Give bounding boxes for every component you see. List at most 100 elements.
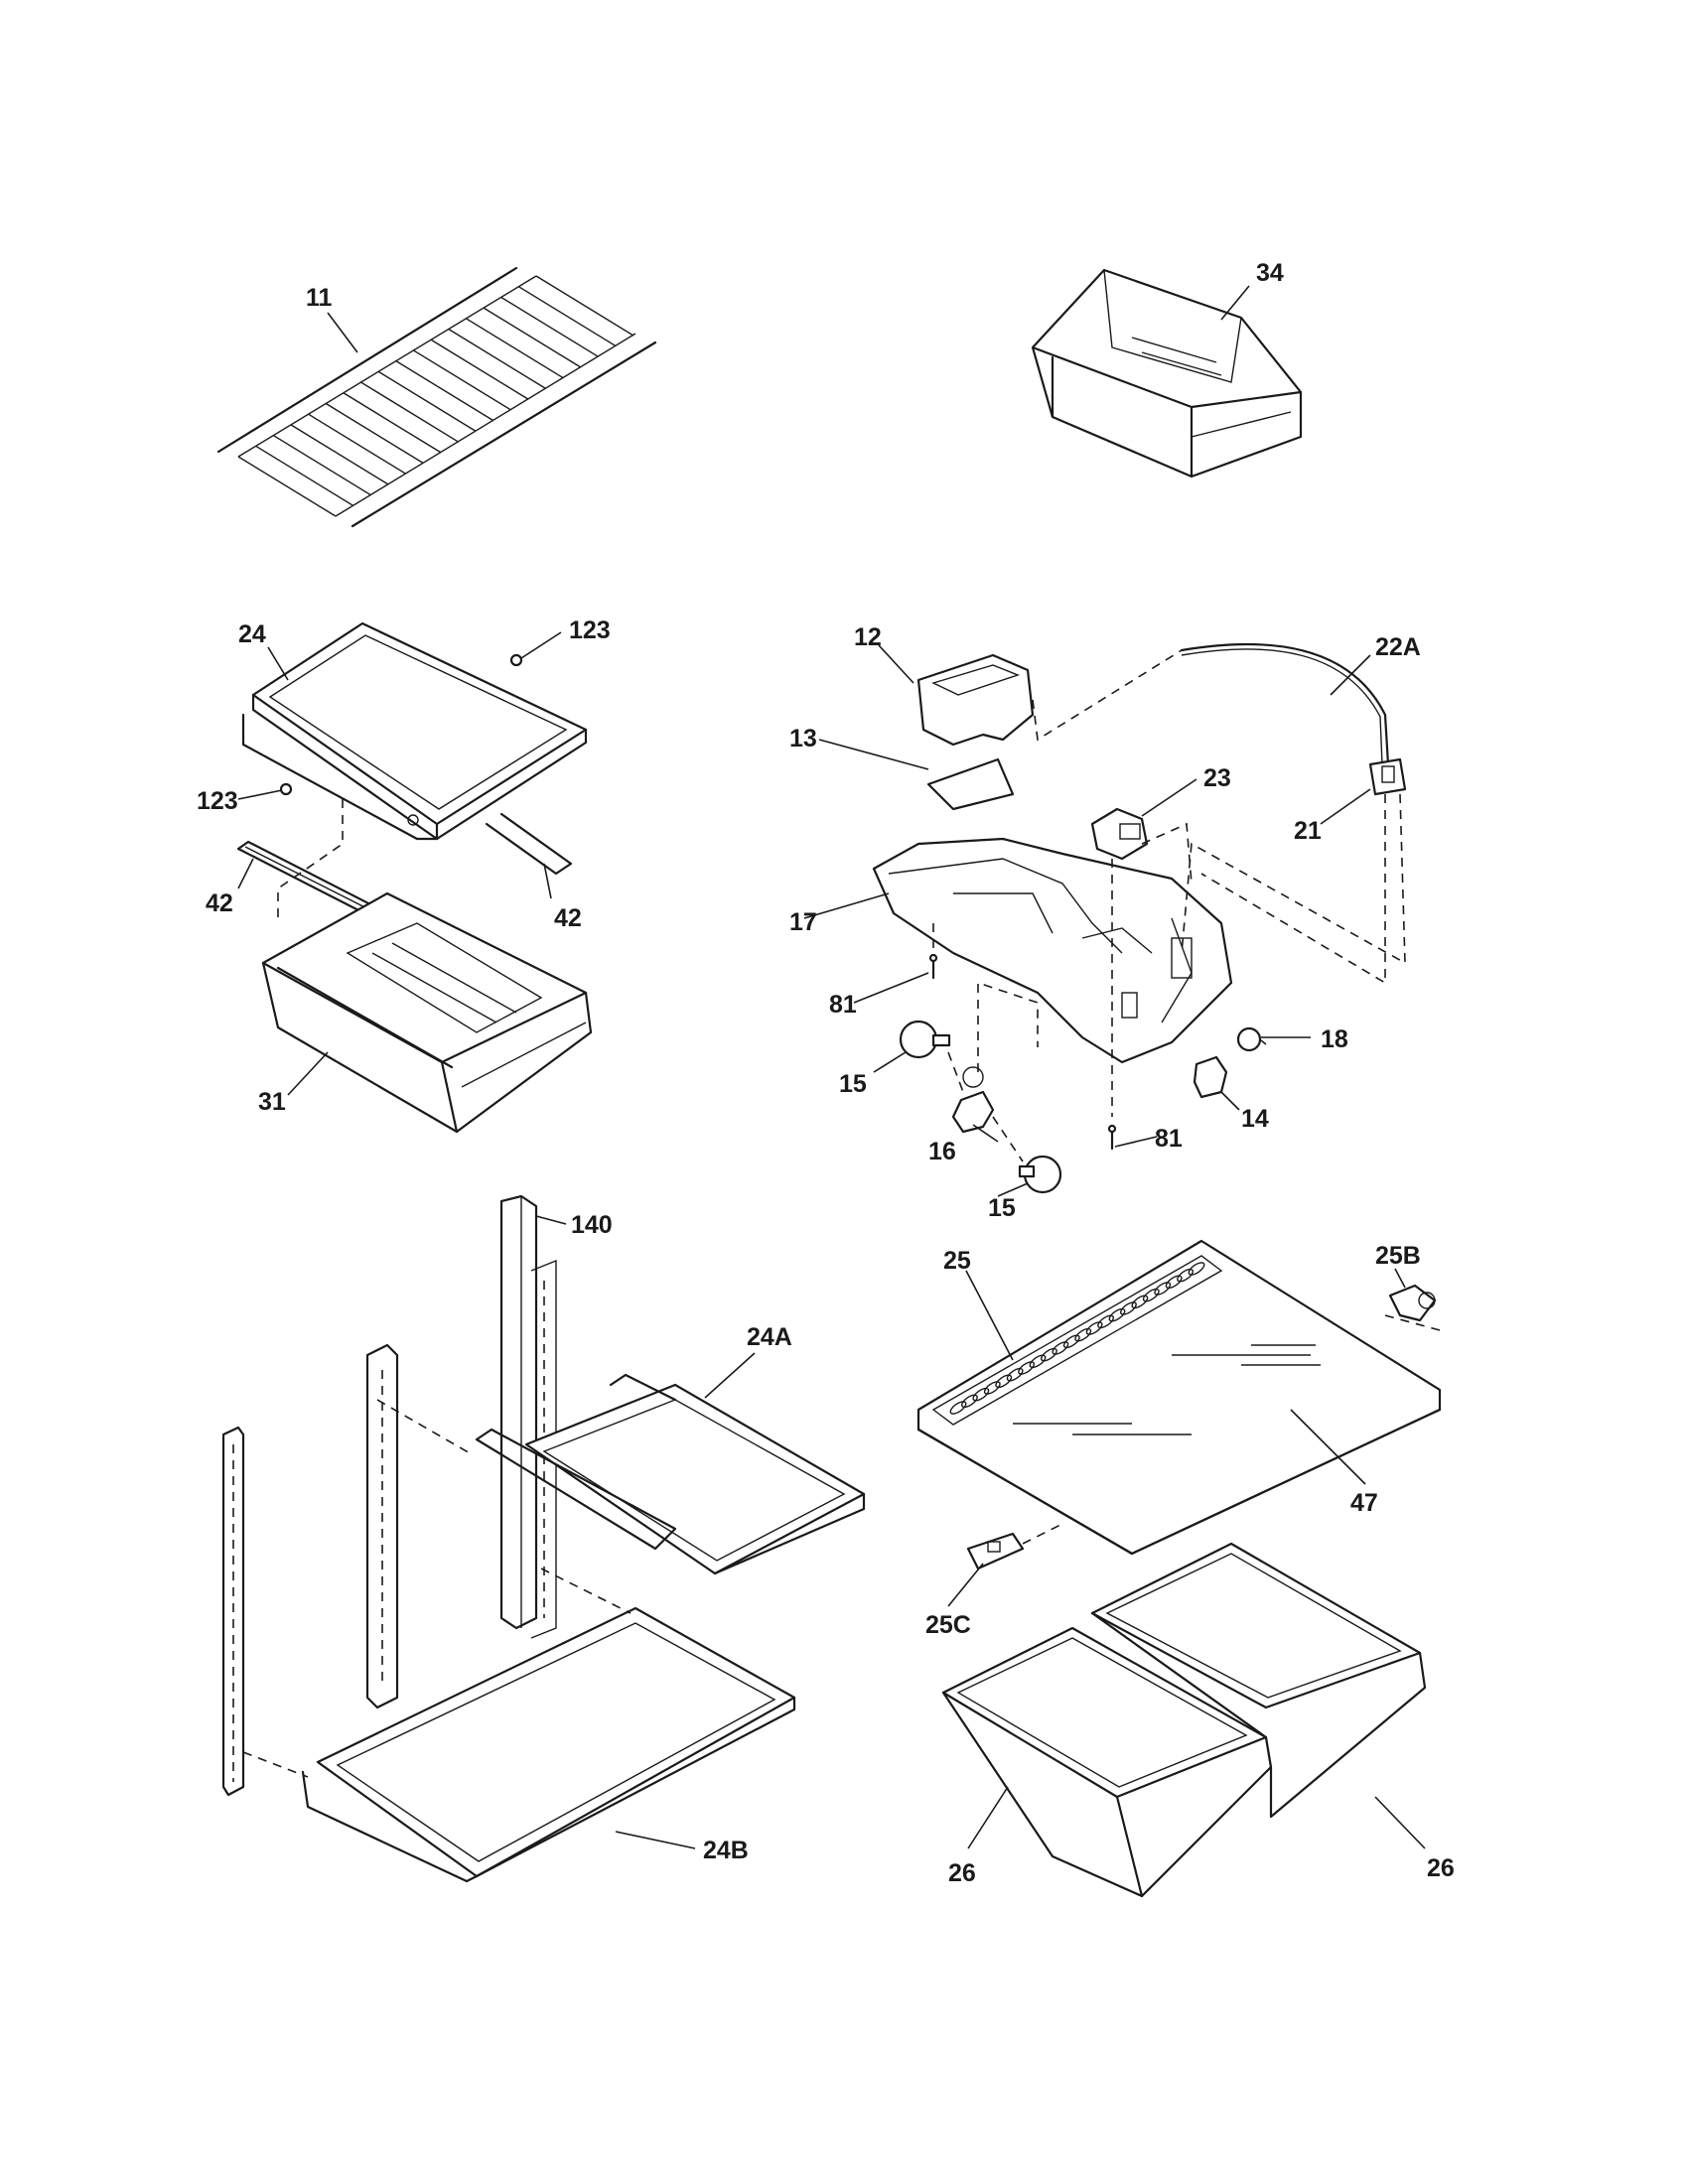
shelf-wire bbox=[413, 349, 511, 411]
vent-slot bbox=[1062, 1334, 1080, 1349]
shelf-wire bbox=[466, 318, 564, 379]
shelf-wire bbox=[430, 339, 529, 400]
vent-slot bbox=[1052, 1341, 1069, 1355]
vent-slot bbox=[1085, 1321, 1103, 1335]
callout-15-right: 15 bbox=[988, 1194, 1016, 1222]
shelf-wire bbox=[500, 296, 600, 358]
vent-slot bbox=[961, 1394, 978, 1409]
vent-slot bbox=[1074, 1327, 1092, 1342]
track-left bbox=[365, 1343, 399, 1709]
callout-18: 18 bbox=[1321, 1025, 1348, 1053]
guide-dash-25C bbox=[1022, 1523, 1063, 1545]
guide-dash-harness bbox=[1181, 793, 1406, 965]
vent-slot bbox=[1142, 1288, 1160, 1302]
callout-42-right: 42 bbox=[554, 904, 582, 932]
shelf-wire bbox=[483, 307, 582, 368]
wire-shelf-11 bbox=[216, 266, 657, 528]
shelf-wire bbox=[535, 275, 634, 337]
shelf-wire bbox=[377, 370, 477, 432]
callout-140: 140 bbox=[571, 1211, 613, 1239]
callout-42-left: 42 bbox=[206, 889, 233, 917]
shelf-wire bbox=[325, 402, 424, 465]
vent-slot bbox=[1108, 1307, 1126, 1322]
vent-slot bbox=[949, 1401, 967, 1415]
glass-47 bbox=[1013, 1344, 1321, 1435]
vent-slot bbox=[983, 1381, 1001, 1395]
guide-dash-24A bbox=[376, 1399, 473, 1455]
vent-slot bbox=[1188, 1262, 1205, 1276]
callout-16: 16 bbox=[928, 1138, 956, 1165]
vent-slot bbox=[972, 1387, 990, 1402]
callout-34: 34 bbox=[1256, 259, 1284, 287]
guide-dash-12 bbox=[1032, 649, 1183, 742]
callout-24A: 24A bbox=[747, 1323, 792, 1351]
callout-11: 11 bbox=[306, 284, 333, 312]
knob-18 bbox=[1236, 1026, 1262, 1052]
callout-25B: 25B bbox=[1375, 1242, 1421, 1270]
cover-12 bbox=[916, 653, 1035, 747]
crisper-cover-25 bbox=[916, 1239, 1442, 1556]
harness-22A bbox=[1180, 642, 1390, 766]
vent-slot bbox=[1097, 1314, 1114, 1329]
callout-26-right: 26 bbox=[1427, 1854, 1455, 1882]
callout-24: 24 bbox=[238, 620, 266, 648]
glass-shelf-24 bbox=[241, 621, 588, 876]
shelf-wire bbox=[272, 434, 371, 496]
shelf-wire bbox=[308, 413, 406, 475]
glide-25C bbox=[966, 1532, 1025, 1570]
callout-12: 12 bbox=[854, 623, 882, 651]
vent-slot bbox=[1018, 1361, 1035, 1375]
guide-dash-socket bbox=[977, 981, 1039, 1072]
vent-slot bbox=[1006, 1367, 1024, 1382]
vent-slot bbox=[1120, 1301, 1137, 1315]
bulb-15-left bbox=[899, 1020, 951, 1059]
connector-21 bbox=[1368, 757, 1407, 796]
glide-25B bbox=[1388, 1284, 1437, 1322]
vent-slot bbox=[1177, 1268, 1194, 1283]
shelf-wire bbox=[237, 456, 337, 517]
guide-dash-24 bbox=[277, 799, 344, 923]
callout-22A: 22A bbox=[1375, 633, 1421, 661]
shelf-wire bbox=[517, 286, 617, 347]
callout-81-left: 81 bbox=[829, 991, 857, 1019]
rail-140 bbox=[499, 1194, 538, 1630]
shelf-wire bbox=[343, 392, 442, 454]
callout-23: 23 bbox=[1203, 764, 1231, 792]
track-far-left bbox=[221, 1426, 245, 1797]
housing-17 bbox=[872, 837, 1233, 1064]
diffuser-13 bbox=[926, 757, 1015, 811]
switch-23 bbox=[1090, 807, 1149, 861]
guide-dash-24B bbox=[242, 1751, 309, 1778]
callout-21: 21 bbox=[1294, 817, 1322, 845]
shelf-wire bbox=[448, 328, 547, 390]
guide-dash-23b bbox=[1141, 822, 1193, 885]
callout-123-top: 123 bbox=[569, 616, 611, 644]
vent-slot bbox=[1029, 1354, 1047, 1369]
callout-25: 25 bbox=[943, 1247, 971, 1275]
callout-15-left: 15 bbox=[839, 1070, 867, 1098]
vent-slot bbox=[1041, 1347, 1057, 1362]
shelf-wire bbox=[360, 381, 459, 443]
bulb-15-right bbox=[1018, 1155, 1062, 1194]
crisper-drawer-31 bbox=[261, 891, 593, 1134]
callout-24B: 24B bbox=[703, 1837, 749, 1864]
guide-dash-bulbs bbox=[947, 1051, 1024, 1162]
glass-shelf-24B bbox=[301, 1606, 796, 1883]
callout-14: 14 bbox=[1241, 1105, 1269, 1133]
callout-17: 17 bbox=[789, 908, 817, 936]
callout-26-left: 26 bbox=[948, 1859, 976, 1887]
bin-34 bbox=[1031, 268, 1303, 478]
screw-81-right bbox=[1107, 1124, 1117, 1151]
callout-81-right: 81 bbox=[1155, 1125, 1183, 1153]
vent-slot bbox=[1154, 1282, 1172, 1296]
callout-25C: 25C bbox=[925, 1611, 971, 1639]
callout-labels: 11 34 24 123 123 42 42 31 12 22A 13 23 2… bbox=[197, 259, 1455, 1887]
vent-slot bbox=[1131, 1295, 1149, 1309]
screw-123-left bbox=[279, 782, 293, 796]
vent-slot bbox=[995, 1374, 1013, 1389]
shelf-wire bbox=[255, 445, 354, 506]
switch-14 bbox=[1193, 1055, 1228, 1099]
shelf-wire bbox=[395, 360, 494, 422]
screw-123-top bbox=[509, 653, 523, 667]
shelf-wire bbox=[290, 424, 389, 485]
